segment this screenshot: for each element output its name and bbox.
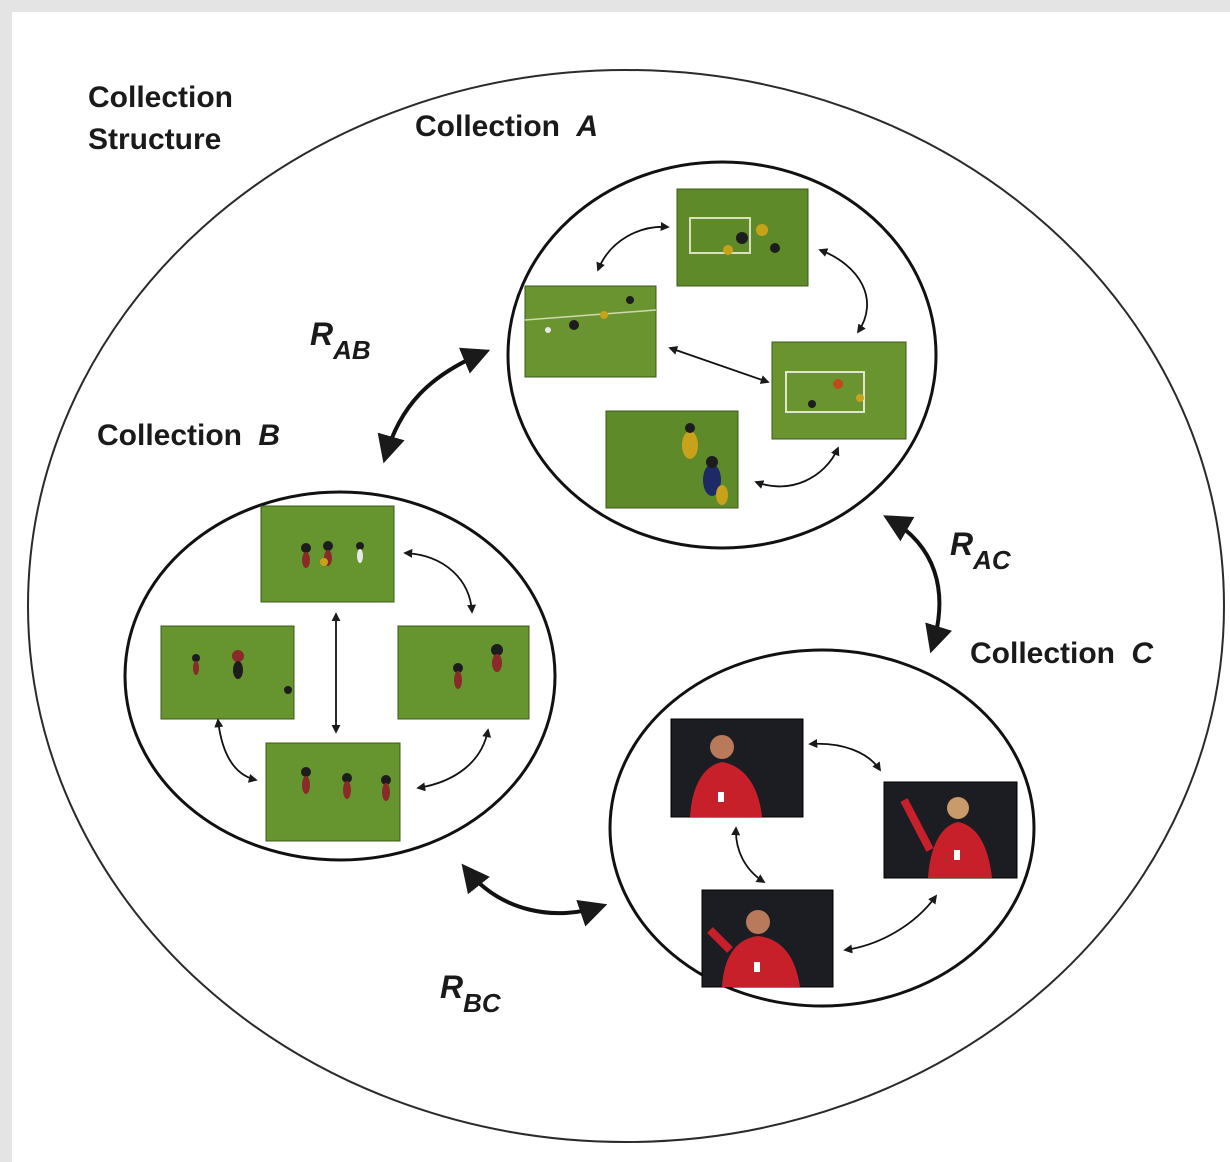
collection-structure-label-line2: Structure <box>88 123 221 156</box>
collection-b-label: Collection B <box>97 419 280 452</box>
collection-c-link-1-2 <box>808 739 881 772</box>
relation-ab-label: RAB <box>310 316 371 365</box>
relation-ac-arrow <box>883 515 953 654</box>
collection-structure-label-line1: Collection <box>88 81 233 114</box>
collection-b-letter: B <box>258 419 280 452</box>
collection-b-circle <box>123 490 557 862</box>
collection-a-circle <box>506 160 938 550</box>
collection-b-word: Collection <box>97 419 242 452</box>
relation-ab-r: R <box>310 316 333 352</box>
collection-a-letter: A <box>575 110 598 143</box>
collection-b-thumbnail-2 <box>160 625 295 720</box>
collection-a-label: Collection A <box>415 110 598 143</box>
collection-c-thumbnail-2 <box>883 781 1018 879</box>
collection-a-word: Collection <box>415 110 560 143</box>
collection-b-thumbnail-4 <box>265 742 401 842</box>
collection-c-word: Collection <box>970 637 1115 670</box>
collection-c-link-2-3 <box>843 894 938 954</box>
relation-bc-r: R <box>440 969 463 1005</box>
collection-b-link-3-4 <box>416 728 492 792</box>
relation-bc-label: RBC <box>440 969 502 1018</box>
collection-b-thumbnail-3 <box>397 625 530 720</box>
relation-bc-arrow <box>461 863 608 927</box>
relation-ab-arrow <box>377 347 491 464</box>
relation-ac-label: RAC <box>950 526 1012 575</box>
relation-ac-r: R <box>950 526 973 562</box>
collection-c-letter: C <box>1131 637 1154 670</box>
collection-b-link-1-3 <box>403 548 477 614</box>
collection-a-link-1-2 <box>596 222 670 272</box>
collection-a-thumbnail-2 <box>524 285 657 378</box>
relation-bc-sub: BC <box>463 988 502 1018</box>
collection-b-thumbnail-1 <box>260 505 395 603</box>
relation-ac-sub: AC <box>972 545 1012 575</box>
collection-a-thumbnail-3 <box>771 341 907 440</box>
collection-a-link-1-3 <box>818 248 868 334</box>
collection-c-label: Collection C <box>970 637 1154 670</box>
collection-a-link-2-3 <box>668 346 770 384</box>
relation-ab-sub: AB <box>332 335 371 365</box>
collection-a-thumbnail-1 <box>676 188 809 287</box>
collection-c-thumbnail-1 <box>670 718 804 818</box>
collection-structure-boundary <box>27 69 1225 1143</box>
diagram-canvas <box>12 12 1230 1162</box>
collection-c-circle <box>608 648 1036 1008</box>
collection-a-link-3-4 <box>754 446 840 489</box>
collection-c-link-1-3 <box>731 826 766 883</box>
collection-a-thumbnail-4 <box>605 410 739 509</box>
collection-b-link-2-4 <box>214 718 258 783</box>
collection-c-thumbnail-3 <box>701 889 834 988</box>
